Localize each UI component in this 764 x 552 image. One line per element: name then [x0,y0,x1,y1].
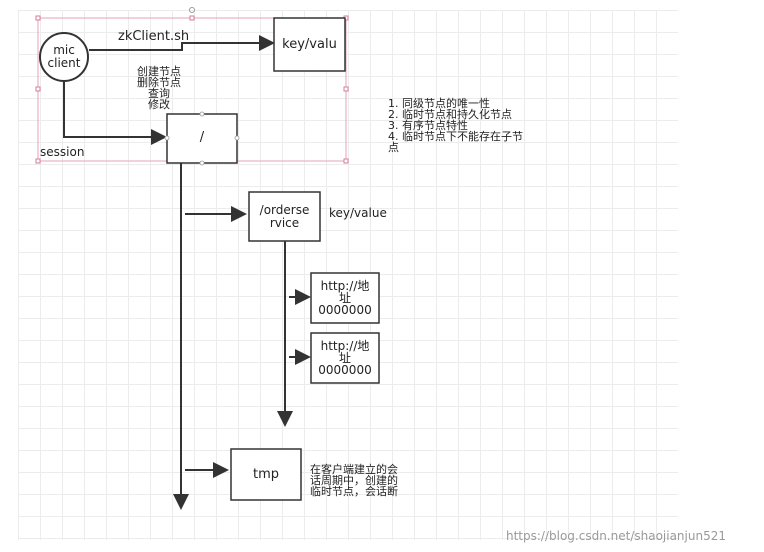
rotate-handle [189,7,195,13]
addr1-label: http://地 址 0000000 [318,279,372,317]
addr1-box [310,272,380,324]
note-4: 4. 临时节点下不能存在子节 [388,130,523,143]
operation-query: 查询 [148,87,170,100]
root-label: / [199,130,205,145]
note-1: 1. 同级节点的唯一性 [388,97,490,110]
client-to-root-arrow [63,82,167,145]
addr2-label: http://地 址 0000000 [318,339,372,377]
tmp-label: tmp [252,467,279,482]
selection-handles [35,15,349,164]
tmp-note: 在客户端建立的会 话周期中，创建的 临时节点，会话断 [310,463,398,498]
client-to-keyvalue-arrow [89,35,275,51]
orderservice-box [248,191,321,242]
operation-modify: 修改 [148,98,170,111]
orderservice-kv-label: key/value [329,206,387,220]
watermark: https://blog.csdn.net/shaojianjun521 [506,529,726,543]
session-label: session [40,145,85,159]
note-3: 3. 有序节点特性 [388,119,468,132]
keyvalue-label: key/valu [282,37,337,52]
client-label: mic client [47,43,81,70]
script-label: zkClient.sh [118,29,190,44]
orderservice-label: /orderse rvice [259,203,310,230]
client-node-shape [39,32,89,82]
note-2: 2. 临时节点和持久化节点 [388,108,512,121]
root-box-handles [164,111,240,166]
root-box [166,113,238,164]
tmp-box [230,448,302,501]
keyvalue-box [273,17,346,72]
note-5: 点 [388,141,399,154]
operation-create: 创建节点 [137,65,181,78]
operation-delete: 删除节点 [137,76,181,89]
addr2-box [310,332,380,384]
